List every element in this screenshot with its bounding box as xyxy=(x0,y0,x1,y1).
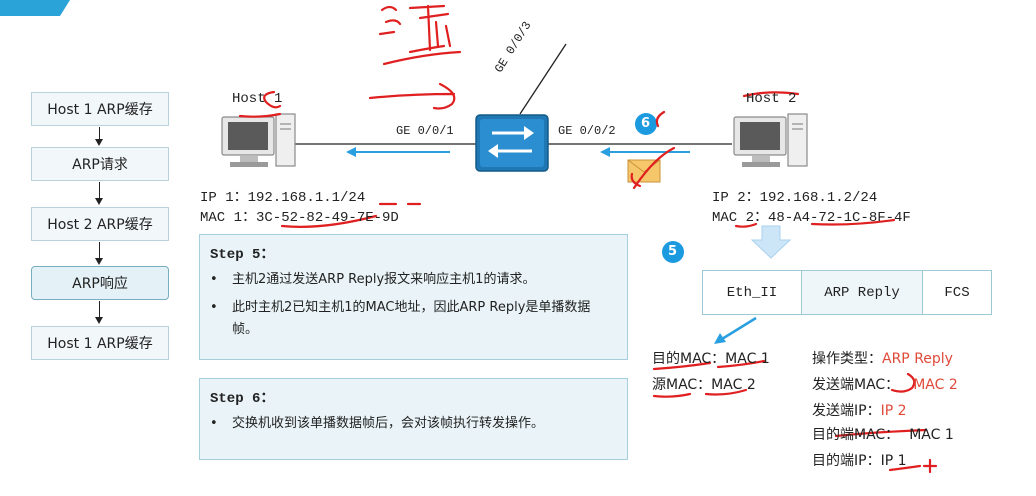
arp-sender-ip: 发送端IP：IP 2 xyxy=(812,400,907,420)
arp-target-mac: 目的端MAC： MAC 1 xyxy=(812,424,954,444)
arp-sender-mac-value: MAC 2 xyxy=(913,377,958,393)
arp-op-label: 操作类型： xyxy=(812,351,882,367)
port-ge001: GE 0/0/1 xyxy=(396,124,454,138)
corner-tab xyxy=(0,0,80,16)
eth-dst-mac: 目的MAC：MAC 1 xyxy=(652,351,770,367)
eth-src-mac: 源MAC：MAC 2 xyxy=(652,377,756,393)
host1-label: Host 1 xyxy=(232,91,283,107)
arp-target-ip-label: 目的端IP： xyxy=(812,453,881,469)
flow-arp-reply: ARP响应 xyxy=(31,266,169,300)
step6-line-1: 交换机收到该单播数据帧后，会对该帧执行转发操作。 xyxy=(232,416,545,431)
switch-icon xyxy=(475,114,549,172)
flow-host1-cache: Host 1 ARP缓存 xyxy=(31,92,169,126)
step5-bullet: •此时主机2已知主机1的MAC地址，因此ARP Reply是单播数据帧。 xyxy=(210,297,615,341)
flow-arp-request: ARP请求 xyxy=(31,147,169,181)
host2-mac: MAC 2：48-A4-72-1C-8F-4F xyxy=(712,210,911,226)
arp-sender-mac-label: 发送端MAC： xyxy=(812,377,900,393)
arp-sender-ip-value: IP 2 xyxy=(880,403,907,419)
flow-arrow xyxy=(95,301,103,324)
arp-target-ip-value: IP 1 xyxy=(880,453,907,469)
arp-target-ip: 目的端IP：IP 1 xyxy=(812,450,907,470)
frame-arp-reply: ARP Reply xyxy=(801,270,923,315)
badge-6: 6 xyxy=(641,116,651,131)
frame-eth2: Eth_II xyxy=(702,270,802,315)
host1-ip: IP 1：192.168.1.1/24 xyxy=(200,190,366,206)
host2-label: Host 2 xyxy=(746,91,797,107)
step5-line-1: 主机2通过发送ARP Reply报文来响应主机1的请求。 xyxy=(232,272,536,287)
flow-arrow xyxy=(95,242,103,265)
flow-host1-cache-final: Host 1 ARP缓存 xyxy=(31,326,169,360)
step6-title: Step 6： xyxy=(210,391,275,407)
step5-title: Step 5： xyxy=(210,247,275,263)
arp-op: 操作类型：ARP Reply xyxy=(812,348,953,368)
arp-op-value: ARP Reply xyxy=(882,351,953,367)
step5-box: Step 5： •主机2通过发送ARP Reply报文来响应主机1的请求。 •此… xyxy=(199,234,628,360)
arp-sender-mac: 发送端MAC： MAC 2 xyxy=(812,374,958,394)
arp-sender-ip-label: 发送端IP： xyxy=(812,403,881,419)
host1-computer-icon xyxy=(221,113,296,167)
step5-line-2: 此时主机2已知主机1的MAC地址，因此ARP Reply是单播数据帧。 xyxy=(232,300,591,337)
host2-computer-icon xyxy=(733,113,808,167)
flow-arrow xyxy=(95,182,103,205)
arp-target-mac-label: 目的端MAC： xyxy=(812,427,900,443)
host1-mac: MAC 1：3C-52-82-49-7E-9D xyxy=(200,210,399,226)
badge-5: 5 xyxy=(668,244,678,259)
port-ge002: GE 0/0/2 xyxy=(558,124,616,138)
step6-bullet: •交换机收到该单播数据帧后，会对该帧执行转发操作。 xyxy=(210,413,615,435)
flow-host2-cache: Host 2 ARP缓存 xyxy=(31,207,169,241)
host2-ip: IP 2：192.168.1.2/24 xyxy=(712,190,878,206)
handwritten-annotations xyxy=(238,4,938,474)
step5-bullet: •主机2通过发送ARP Reply报文来响应主机1的请求。 xyxy=(210,269,615,291)
flow-arrow xyxy=(95,127,103,146)
arp-target-mac-value: MAC 1 xyxy=(909,427,954,443)
step6-box: Step 6： •交换机收到该单播数据帧后，会对该帧执行转发操作。 xyxy=(199,378,628,460)
frame-fcs: FCS xyxy=(922,270,992,315)
